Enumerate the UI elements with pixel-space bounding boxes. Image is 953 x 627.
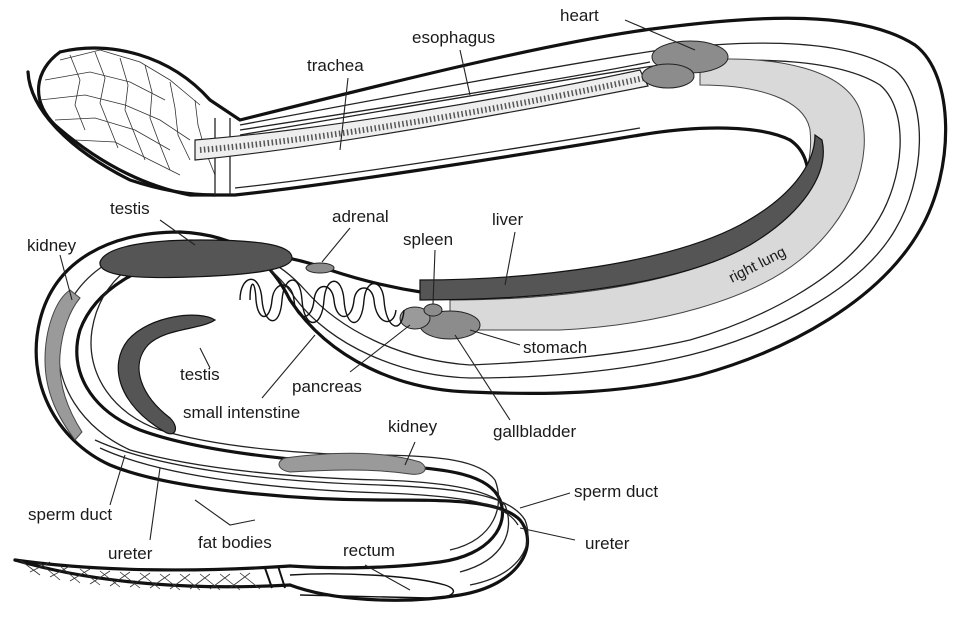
label-liver: liver [492, 210, 524, 229]
label-esophagus: esophagus [412, 28, 495, 47]
label-sperm-duct-left: sperm duct [28, 505, 112, 524]
head-scales [40, 50, 215, 175]
testis-upper [100, 240, 292, 278]
label-gallbladder: gallbladder [493, 422, 577, 441]
label-testis-top: testis [110, 199, 150, 218]
label-rectum: rectum [343, 541, 395, 560]
label-testis-mid: testis [180, 365, 220, 384]
label-small-intestine: small intenstine [183, 403, 300, 422]
label-adrenal: adrenal [332, 207, 389, 226]
label-trachea: trachea [307, 56, 364, 75]
label-spleen: spleen [403, 230, 453, 249]
label-sperm-duct-right: sperm duct [574, 482, 658, 501]
label-heart: heart [560, 6, 599, 25]
label-pancreas: pancreas [292, 377, 362, 396]
label-kidney-left: kidney [27, 236, 77, 255]
label-stomach: stomach [523, 338, 587, 357]
label-fat-bodies: fat bodies [198, 533, 272, 552]
rectum-organ [290, 574, 453, 598]
kidney-mid-organ [279, 453, 425, 474]
label-ureter-right: ureter [585, 534, 630, 553]
label-ureter-left: ureter [108, 544, 153, 563]
adrenal [306, 263, 334, 273]
label-kidney-mid: kidney [388, 417, 438, 436]
small-intestine [240, 279, 404, 326]
